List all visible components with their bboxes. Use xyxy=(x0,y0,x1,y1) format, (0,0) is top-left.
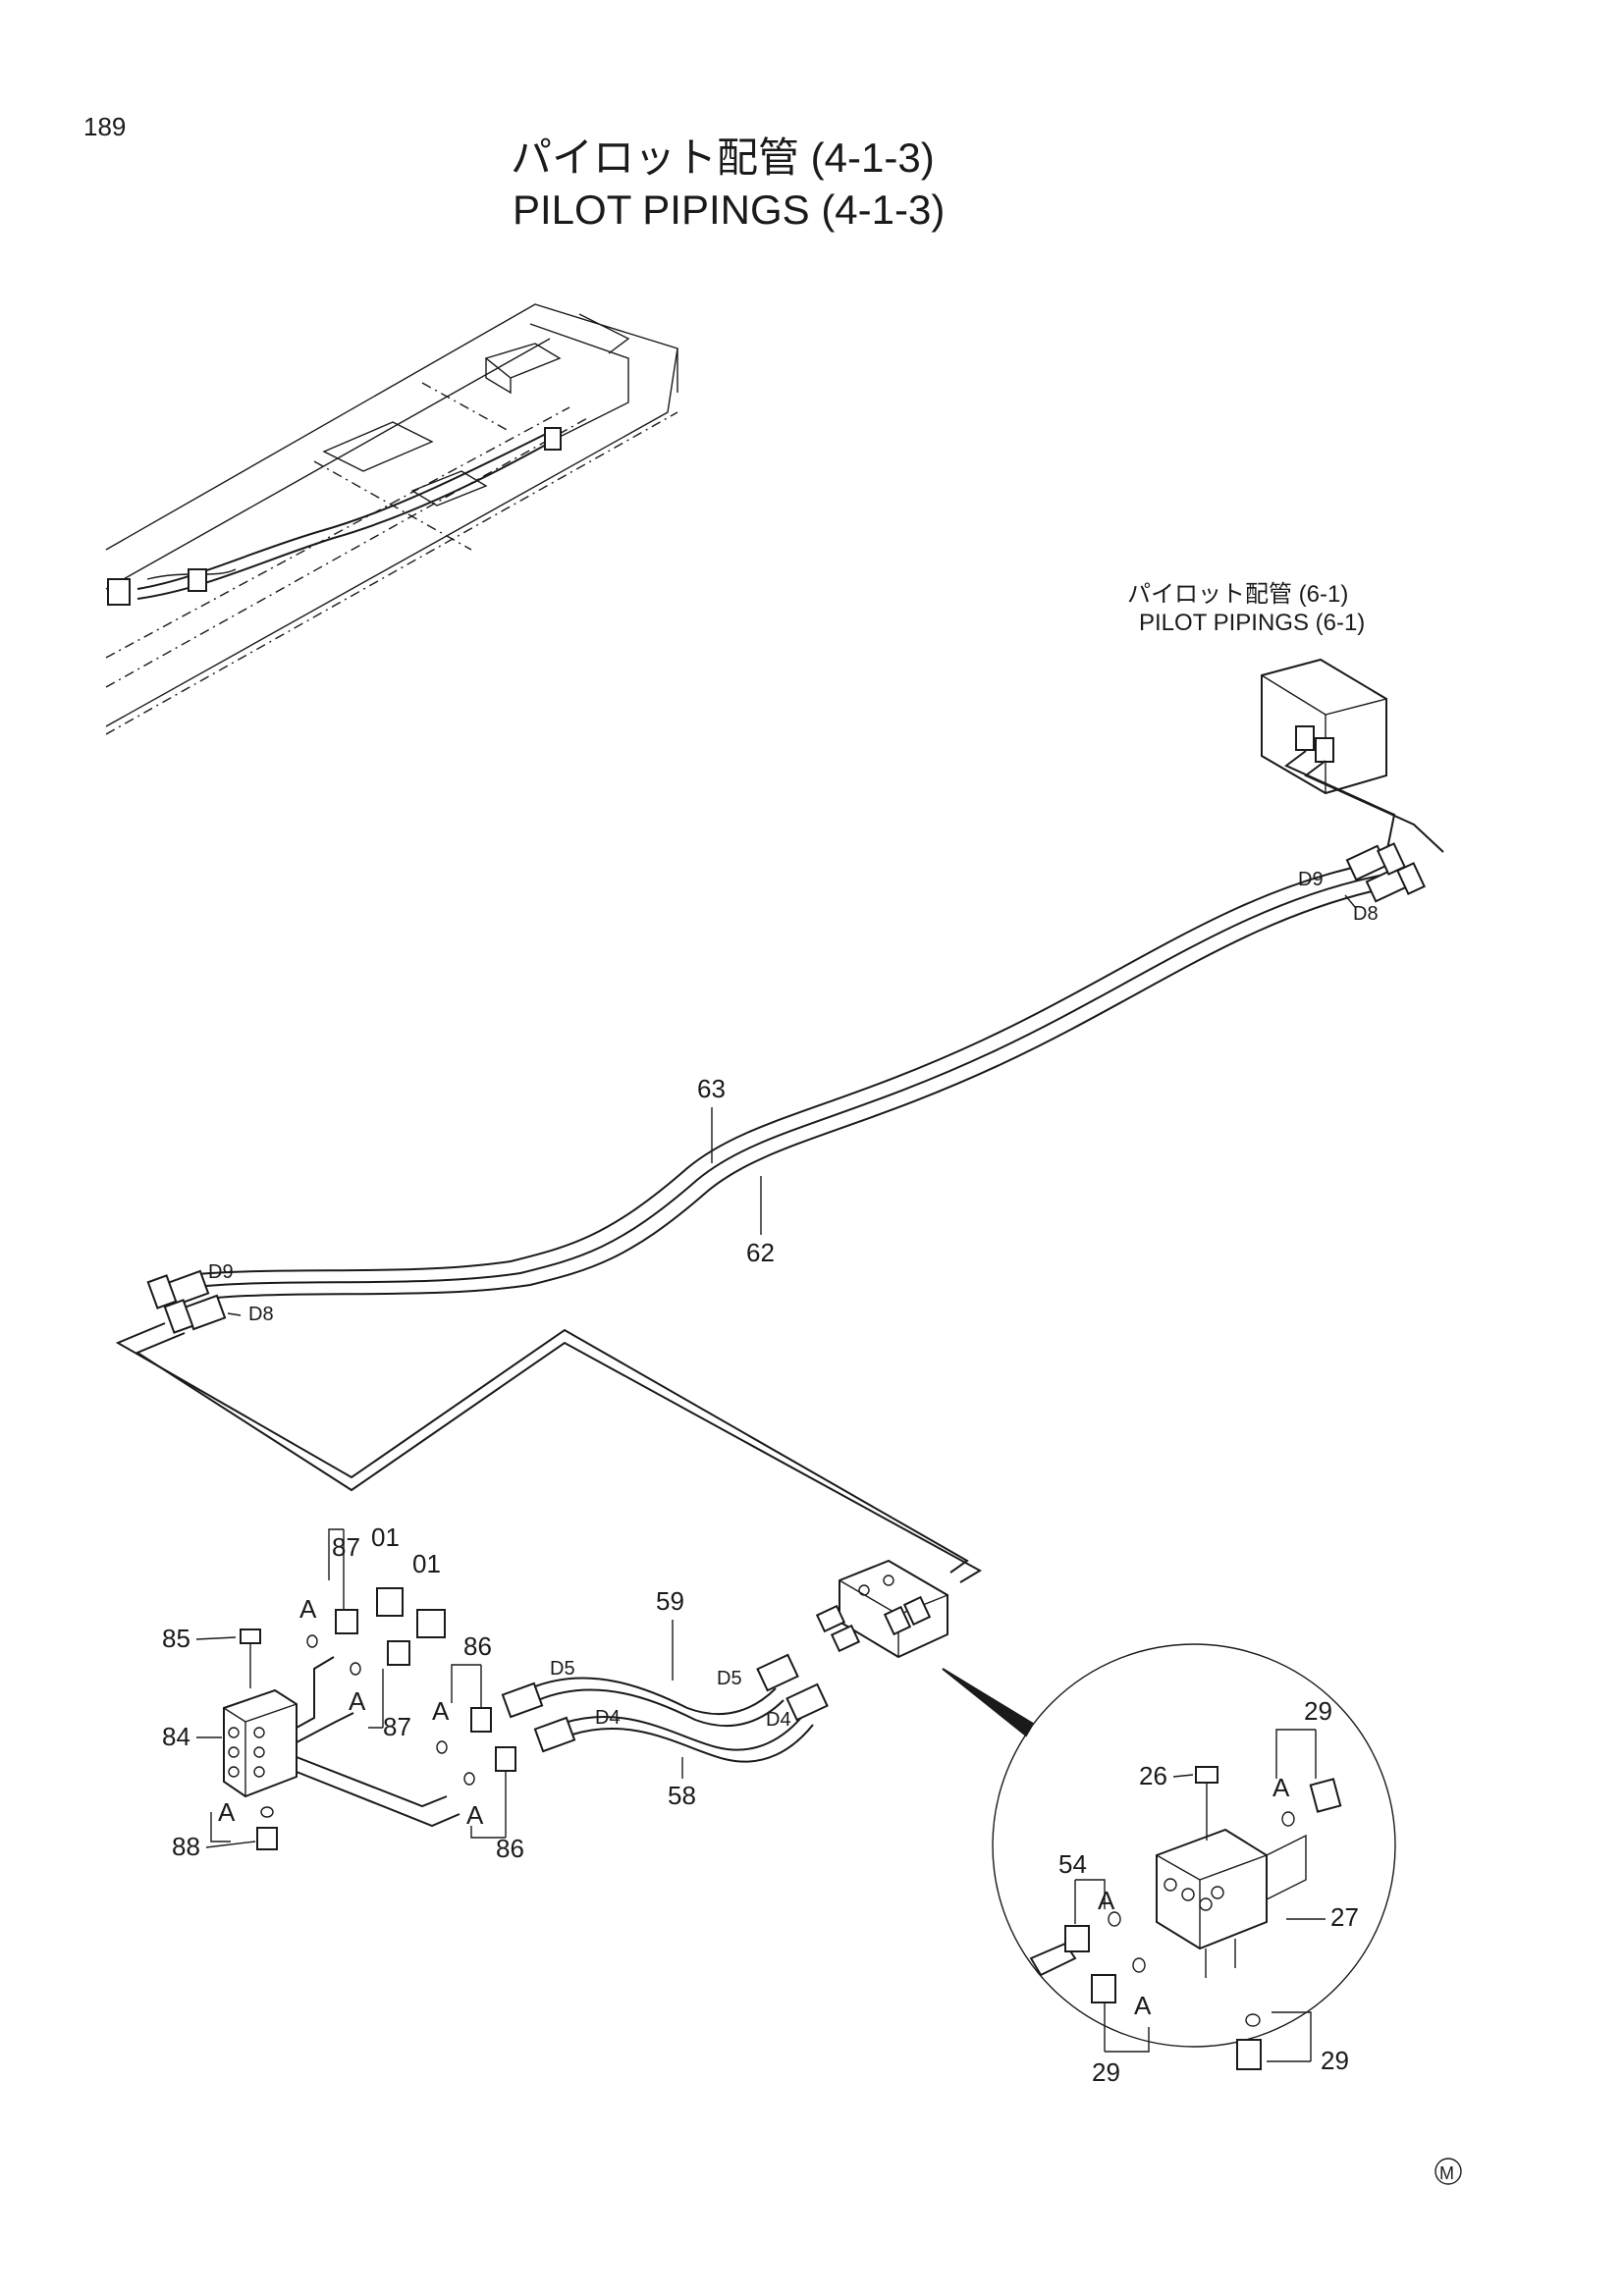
manufacturer-mark: M xyxy=(1435,2158,1462,2185)
marker-a-3: A xyxy=(432,1696,450,1726)
marker-a-8: A xyxy=(1134,1991,1152,2020)
marker-d8-right: D8 xyxy=(1353,903,1379,925)
title-english: PILOT PIPINGS (4-1-3) xyxy=(513,187,945,233)
callout-29-left: 29 xyxy=(1092,2057,1120,2087)
marker-a-6: A xyxy=(1272,1773,1290,1802)
callout-62: 62 xyxy=(746,1238,775,1267)
callout-58: 58 xyxy=(668,1781,696,1810)
boom-frame xyxy=(105,303,678,735)
callout-86-top: 86 xyxy=(463,1631,492,1661)
callout-59: 59 xyxy=(656,1586,684,1616)
marker-d5-right: D5 xyxy=(717,1668,742,1689)
marker-a-1: A xyxy=(299,1594,317,1624)
callout-63: 63 xyxy=(697,1074,726,1103)
marker-a-4: A xyxy=(466,1800,484,1830)
page-number: 189 xyxy=(83,112,126,141)
callout-85: 85 xyxy=(162,1624,190,1653)
title-japanese: パイロット配管 (4-1-3) xyxy=(511,134,935,181)
block-84 xyxy=(223,1587,516,1850)
marker-d5-left: D5 xyxy=(550,1658,575,1680)
callout-84: 84 xyxy=(162,1722,190,1751)
marker-a-5: A xyxy=(218,1797,236,1827)
marker-d8-left: D8 xyxy=(248,1304,274,1325)
marker-a-7: A xyxy=(1098,1886,1115,1915)
callout-54: 54 xyxy=(1058,1849,1087,1879)
hoses-58-59 xyxy=(501,1653,829,1763)
callout-26: 26 xyxy=(1139,1761,1167,1790)
callout-87-lower: 87 xyxy=(383,1712,411,1741)
callout-87-top: 87 xyxy=(332,1532,360,1562)
marker-d4-right: D4 xyxy=(766,1709,791,1731)
hoses-62-63 xyxy=(146,750,1444,1334)
ref-title-english: PILOT PIPINGS (6-1) xyxy=(1139,610,1365,636)
callout-88: 88 xyxy=(172,1832,200,1861)
marker-d4-left: D4 xyxy=(595,1707,621,1729)
control-block xyxy=(815,1559,948,1659)
callout-29-top: 29 xyxy=(1304,1696,1332,1726)
callout-86-lower: 86 xyxy=(496,1834,524,1863)
long-pipe xyxy=(115,1322,983,1583)
callout-01-mid: 01 xyxy=(412,1549,441,1578)
marker-a-2: A xyxy=(349,1686,366,1716)
ref-title-japanese: パイロット配管 (6-1) xyxy=(1127,581,1348,608)
pilot-valve-block xyxy=(1261,658,1387,795)
marker-d9-right: D9 xyxy=(1298,869,1324,890)
svg-text:M: M xyxy=(1439,2163,1454,2183)
callout-01-top: 01 xyxy=(371,1522,400,1552)
detail-magnified xyxy=(942,1643,1396,2070)
marker-d9-left: D9 xyxy=(208,1261,234,1283)
callout-27: 27 xyxy=(1330,1902,1359,1932)
callout-29-bottom: 29 xyxy=(1321,2046,1349,2075)
